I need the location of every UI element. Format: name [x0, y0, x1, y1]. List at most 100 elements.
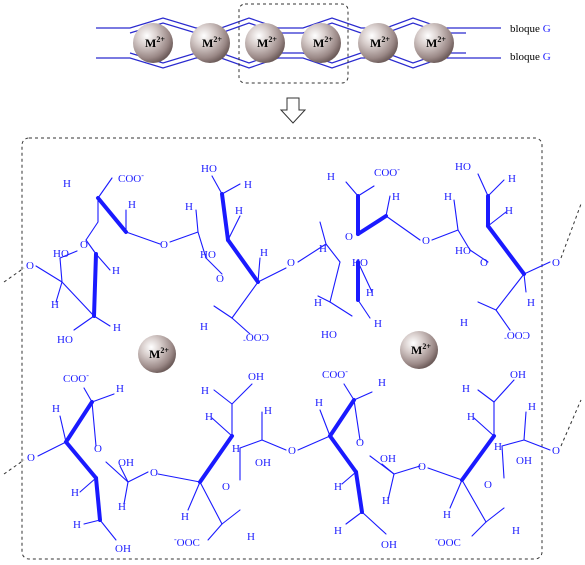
svg-text:H: H	[71, 487, 79, 499]
svg-text:H: H	[113, 322, 121, 334]
svg-text:O: O	[222, 481, 230, 493]
svg-text:O: O	[287, 257, 295, 269]
svg-text:HO: HO	[200, 249, 216, 261]
svg-text:H: H	[334, 481, 342, 493]
svg-text:O: O	[552, 257, 560, 269]
svg-text:H: H	[374, 318, 382, 330]
svg-text:M2+: M2+	[426, 35, 446, 50]
svg-text:H: H	[528, 401, 536, 413]
svg-text:H: H	[260, 247, 268, 259]
svg-text:OH: OH	[380, 453, 396, 465]
ion-sphere: M2+	[245, 23, 285, 63]
svg-text:OH: OH	[381, 539, 397, 551]
svg-text:HO: HO	[201, 163, 217, 175]
svg-text:H: H	[247, 531, 255, 543]
svg-text:H: H	[508, 173, 516, 185]
svg-text:O: O	[26, 260, 34, 272]
svg-text:OH: OH	[115, 543, 131, 555]
svg-text:M2+: M2+	[313, 35, 333, 50]
svg-text:H: H	[314, 297, 322, 309]
svg-text:H: H	[382, 495, 390, 507]
svg-text:H: H	[494, 441, 502, 453]
svg-text:O: O	[94, 443, 102, 455]
guluronate-ring	[169, 175, 287, 335]
svg-text:O: O	[345, 231, 353, 243]
upper-polymer-chain: H COO- H O HO H H H HO O O HO H	[3, 161, 582, 346]
svg-text:H: H	[392, 191, 400, 203]
ion-sphere: M2+	[400, 331, 438, 369]
svg-text:H: H	[443, 509, 451, 521]
svg-text:H: H	[315, 397, 323, 409]
svg-text:M2+: M2+	[411, 342, 431, 357]
svg-text:H: H	[200, 321, 208, 333]
svg-text:H: H	[181, 511, 189, 523]
svg-text:COO-: COO-	[504, 329, 530, 343]
svg-text:H: H	[467, 411, 475, 423]
svg-text:M2+: M2+	[202, 35, 222, 50]
svg-text:H: H	[185, 201, 193, 213]
lower-polymer-chain: COO- H H O OH H H H OH O O H OH	[3, 367, 582, 555]
svg-text:HO: HO	[352, 257, 368, 269]
svg-text:M2+: M2+	[370, 35, 390, 50]
svg-text:COO-: COO-	[322, 367, 348, 381]
svg-text:H: H	[205, 411, 213, 423]
svg-text:H: H	[444, 191, 452, 203]
guluronate-ring	[431, 173, 551, 331]
svg-text:HO: HO	[57, 334, 73, 346]
svg-text:-OOC: -OOC	[174, 535, 200, 549]
svg-text:M2+: M2+	[145, 35, 165, 50]
egg-box-schematic: M2+ M2+ M2+ M2+ M2+ M2+ bloq	[96, 3, 551, 84]
highlight-box	[238, 3, 349, 84]
svg-text:H: H	[512, 525, 520, 537]
svg-text:HO: HO	[321, 329, 337, 341]
svg-text:COO-: COO-	[118, 171, 144, 185]
svg-text:O: O	[80, 239, 88, 251]
svg-text:H: H	[527, 297, 535, 309]
down-arrow-icon	[279, 97, 307, 124]
svg-text:COO-: COO-	[63, 371, 89, 385]
svg-text:H: H	[460, 317, 468, 329]
svg-text:O: O	[422, 235, 430, 247]
guluronate-ring	[37, 387, 149, 541]
svg-text:-OOC: -OOC	[435, 535, 461, 549]
svg-text:O: O	[150, 467, 158, 479]
block-label-lower: bloque G	[510, 51, 551, 63]
svg-text:O: O	[552, 445, 560, 457]
svg-text:H: H	[378, 377, 386, 389]
svg-text:H: H	[462, 383, 470, 395]
svg-text:H: H	[264, 405, 272, 417]
svg-text:O: O	[356, 437, 364, 449]
svg-text:HO: HO	[53, 248, 69, 260]
svg-text:H: H	[505, 205, 513, 217]
block-label-upper: bloque G	[510, 23, 551, 35]
svg-text:H: H	[52, 403, 60, 415]
ion-sphere: M2+	[190, 23, 230, 63]
ion-sphere: M2+	[358, 23, 398, 63]
svg-text:H: H	[334, 525, 342, 537]
guluronate-ring	[297, 383, 421, 535]
guluronate-ring	[35, 177, 161, 331]
svg-text:H: H	[63, 178, 71, 190]
svg-text:H: H	[319, 243, 327, 255]
svg-text:H: H	[118, 501, 126, 513]
svg-text:H: H	[116, 383, 124, 395]
ion-spheres-top: M2+ M2+ M2+ M2+ M2+ M2+	[133, 23, 454, 63]
ion-spheres-expanded: M2+ M2+	[138, 331, 438, 373]
svg-text:H: H	[201, 385, 209, 397]
svg-text:HO: HO	[455, 161, 471, 173]
svg-text:O: O	[160, 239, 168, 251]
svg-text:O: O	[288, 445, 296, 457]
ion-sphere: M2+	[414, 23, 454, 63]
svg-text:H: H	[128, 199, 136, 211]
svg-text:H: H	[366, 287, 374, 299]
guluronate-ring	[157, 383, 287, 541]
svg-text:COO-: COO-	[374, 165, 400, 179]
svg-text:OH: OH	[516, 455, 532, 467]
svg-text:OH: OH	[510, 369, 526, 381]
structure-box	[21, 137, 543, 560]
svg-text:O: O	[418, 461, 426, 473]
ion-sphere: M2+	[133, 23, 173, 63]
svg-text:O: O	[480, 257, 488, 269]
svg-text:HO: HO	[455, 245, 471, 257]
